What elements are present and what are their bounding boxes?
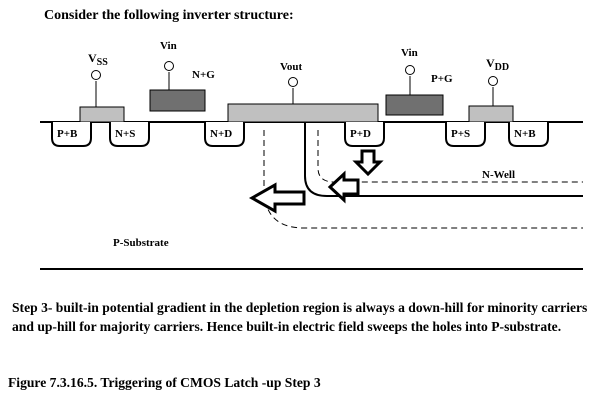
down-arrow-icon [352,149,384,177]
psub-label: P-Substrate [113,237,169,249]
vin-left-terminal-icon [164,61,174,71]
vin-right-label: Vin [401,47,418,59]
p-gate [385,94,444,116]
nb-diffusion [508,122,549,147]
pb-label: P+B [57,128,78,140]
vss-contact [79,106,125,123]
nwell-boundary [304,122,583,197]
vdd-label: VDD [486,56,509,73]
nwell-label: N-Well [482,169,515,181]
n-gate [149,89,206,112]
vdd-terminal-icon [488,76,498,86]
pg-label: P+G [431,73,453,85]
nd-diffusion [204,122,245,147]
depletion-edge-outer [263,130,583,229]
vin-left-label: Vin [160,40,177,52]
inverter-cross-section: VSS Vin N+G Vout Vin P+G VDD P+B N+S N+D… [40,40,583,270]
pd-diffusion [344,122,385,147]
vss-terminal-icon [91,70,101,80]
ps-diffusion [445,122,486,147]
vdd-contact [468,105,514,123]
vss-label: VSS [88,51,108,68]
vin-right-terminal-icon [405,65,415,75]
ps-label: P+S [451,128,470,140]
figure-caption: Figure 7.3.16.5. Triggering of CMOS Latc… [8,375,321,390]
ns-label: N+S [115,128,135,140]
pd-label: P+D [350,128,371,140]
nd-label: N+D [210,128,232,140]
pb-diffusion [51,122,92,147]
step-description: Step 3- built-in potential gradient in t… [12,300,588,334]
vout-label: Vout [280,61,303,73]
vout-terminal-icon [288,77,298,87]
left-arrow-small-icon [327,170,360,204]
left-arrow-large-icon [248,182,306,214]
nb-label: N+B [514,128,536,140]
vout-contact [227,103,379,123]
ng-label: N+G [192,69,215,81]
ns-diffusion [109,122,150,147]
heading: Consider the following inverter structur… [44,8,294,23]
